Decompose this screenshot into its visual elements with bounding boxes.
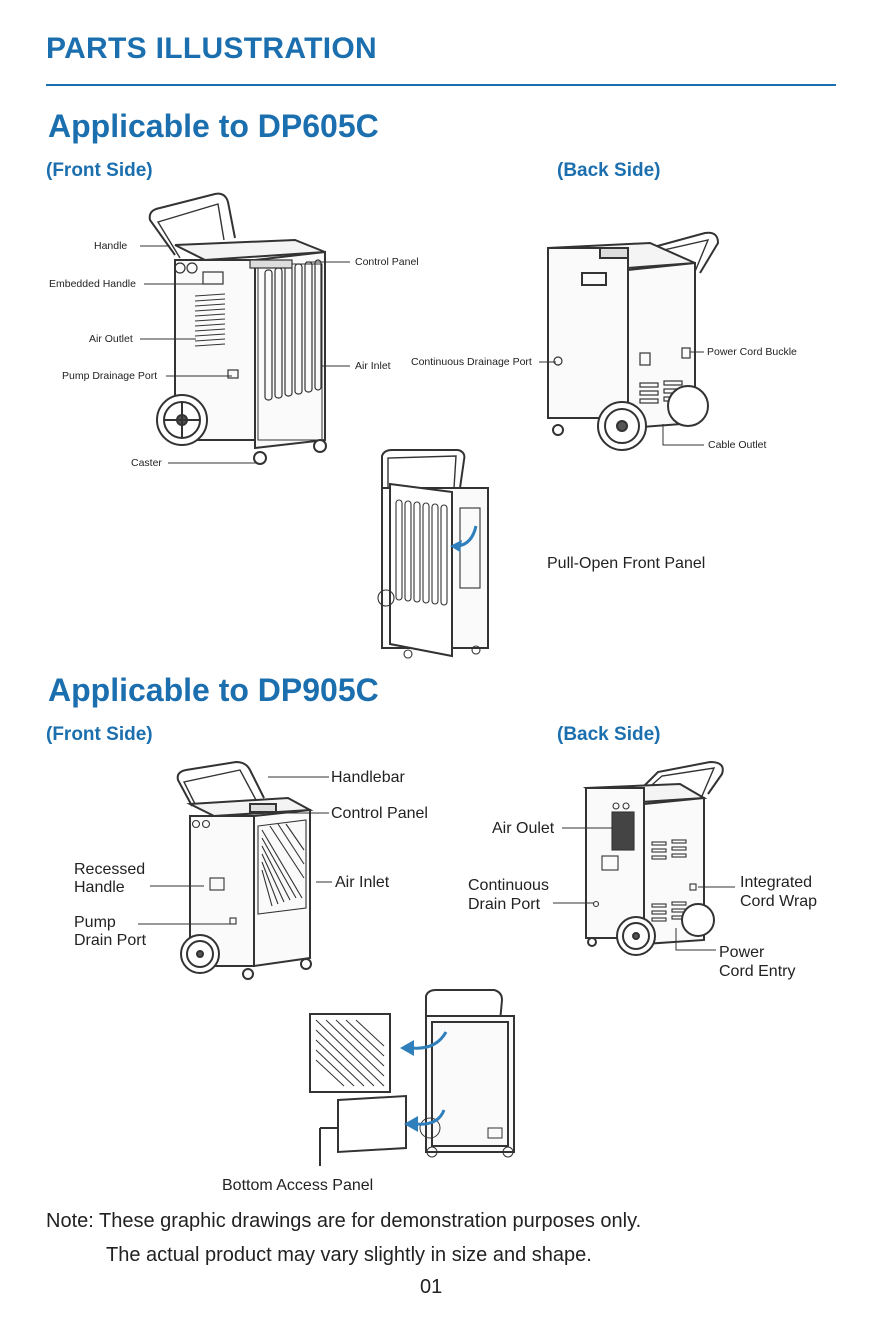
caption-pull-open-front-panel: Pull-Open Front Panel — [547, 555, 706, 572]
label-air-inlet: Air Inlet — [355, 360, 391, 372]
section-title-dp905c: Applicable to DP905C — [48, 672, 379, 708]
label-cable-outlet: Cable Outlet — [708, 439, 767, 451]
dp605c-front-leaders — [140, 245, 350, 464]
label-pump-drain-port-line1: Pump — [74, 914, 116, 931]
dp905c-back-drawing — [582, 760, 724, 956]
front-side-heading-dp905c: (Front Side) — [46, 724, 153, 745]
label-control-panel: Control Panel — [355, 256, 419, 268]
label-continuous-drain-port-line2: Drain Port — [468, 896, 541, 913]
label-power-cord-buckle: Power Cord Buckle — [707, 346, 797, 358]
dp905c-back-leaders — [553, 827, 735, 951]
footer-note-line2: The actual product may vary slightly in … — [106, 1244, 592, 1266]
note-text-line1: These graphic drawings are for demonstra… — [93, 1210, 642, 1232]
back-side-heading-dp605c: (Back Side) — [557, 160, 661, 181]
dp605c-pull-open-panel-drawing — [377, 449, 489, 659]
label-continuous-drainage-port: Continuous Drainage Port — [411, 356, 532, 368]
label-embedded-handle: Embedded Handle — [49, 278, 136, 290]
title-divider — [46, 84, 836, 86]
label-continuous-drain-port-line1: Continuous — [468, 877, 549, 894]
label-air-outlet-905: Air Oulet — [492, 820, 555, 837]
page-title: PARTS ILLUSTRATION — [46, 32, 377, 65]
label-air-outlet: Air Outlet — [89, 333, 133, 345]
label-handle: Handle — [94, 240, 128, 252]
label-pump-drain-port-line2: Drain Port — [74, 932, 147, 949]
label-power-cord-entry-line1: Power — [719, 944, 765, 961]
dp605c-front-drawing — [148, 192, 327, 465]
section-title-dp605c: Applicable to DP605C — [48, 108, 379, 144]
label-control-panel-905: Control Panel — [331, 805, 428, 822]
label-power-cord-entry-line2: Cord Entry — [719, 963, 796, 980]
dp905c-front-leaders — [138, 776, 332, 925]
label-air-inlet-905: Air Inlet — [335, 874, 390, 891]
footer-note-line1: Note: These graphic drawings are for dem… — [46, 1210, 641, 1233]
dp905c-front-drawing — [176, 760, 314, 980]
dp605c-back-leaders — [539, 351, 704, 446]
label-handlebar: Handlebar — [331, 769, 405, 786]
label-integrated-cord-wrap-line1: Integrated — [740, 874, 813, 891]
dp605c-back-drawing — [547, 231, 720, 451]
page-number: 01 — [420, 1276, 443, 1298]
caption-bottom-access-panel: Bottom Access Panel — [222, 1177, 374, 1194]
back-side-heading-dp905c: (Back Side) — [557, 724, 661, 745]
label-pump-drainage-port: Pump Drainage Port — [62, 370, 158, 382]
label-recessed-handle-line2: Handle — [74, 879, 125, 896]
label-caster: Caster — [131, 457, 162, 469]
dp905c-bottom-access-panel-drawing — [309, 989, 515, 1166]
label-recessed-handle-line1: Recessed — [74, 861, 146, 878]
note-label: Note: — [46, 1210, 94, 1232]
label-integrated-cord-wrap-line2: Cord Wrap — [740, 893, 818, 910]
front-side-heading-dp605c: (Front Side) — [46, 160, 153, 181]
